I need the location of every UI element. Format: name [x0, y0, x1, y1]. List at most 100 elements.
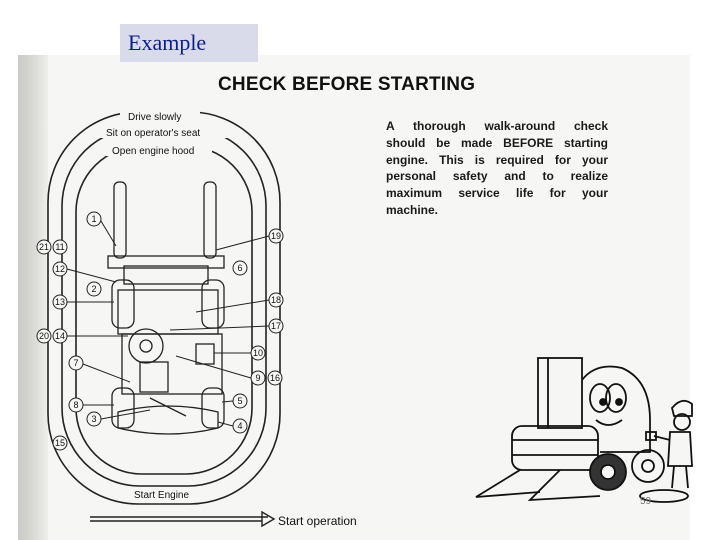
leader-line: [175, 355, 252, 379]
loop-label-open-hood: Open engine hood: [112, 146, 194, 157]
start-arrow-head: [261, 510, 276, 528]
checkpoints-left: 1 21 11 12 2 13 20 14 7 8 3 15: [36, 211, 151, 451]
dashboard: [117, 289, 219, 335]
checkpoint-marker: [267, 370, 283, 386]
page-number: 59: [640, 496, 652, 507]
leader-line: [100, 220, 117, 247]
wrench-icon: [645, 431, 657, 441]
checkpoints-right: 19 6 18 17 10 9 16 5 4: [169, 228, 284, 434]
checkpoint-number: 6: [237, 263, 242, 273]
checkpoint-marker: [68, 355, 84, 371]
cartoon-wheel-rear: [631, 449, 665, 483]
checkpoint-number: 19: [271, 231, 281, 241]
checkpoint-number: 20: [39, 331, 49, 341]
leader-line: [195, 299, 270, 313]
mast-head: [123, 265, 209, 285]
checkpoint-number: 15: [55, 438, 65, 448]
right-fork: [203, 181, 217, 259]
checkpoint-number: 5: [237, 396, 242, 406]
checkpoint-marker: [36, 239, 52, 255]
leader-line: [215, 235, 270, 251]
cartoon-body: [581, 365, 651, 453]
cartoon-hub: [641, 459, 655, 473]
seat: [139, 361, 169, 393]
label-bg: [128, 488, 198, 500]
steering-hub: [139, 339, 153, 353]
forklift-top-view: [107, 181, 225, 435]
checkpoint-number: 13: [55, 297, 65, 307]
checkpoint-number: 1: [91, 214, 96, 224]
leader-line: [221, 400, 234, 403]
checkpoint-number: 11: [55, 242, 64, 252]
loop-label-drive-slowly: Drive slowly: [128, 112, 181, 123]
rear-axle: [149, 397, 187, 417]
left-fork: [113, 181, 127, 259]
mechanic-torso: [667, 431, 693, 467]
cartoon-mechanic: [645, 399, 693, 489]
checkpoint-number: 2: [91, 284, 96, 294]
carriage: [107, 255, 225, 269]
leader-line: [100, 409, 151, 420]
paragraph-line: engine. This is required for your: [386, 152, 608, 167]
checkpoint-number: 17: [271, 321, 281, 331]
paragraph-line: maximum service life for your: [386, 186, 608, 201]
leader-line: [82, 363, 131, 383]
checkpoint-number: 9: [255, 373, 260, 383]
battery-box: [195, 343, 215, 365]
label-bg: [106, 144, 212, 156]
route-loop-inner: [75, 145, 253, 475]
leader-line: [217, 421, 234, 427]
page-heading: CHECK BEFORE STARTING: [218, 74, 476, 95]
checkpoint-number: 14: [55, 331, 65, 341]
rear-wheel-right: [201, 387, 225, 429]
paragraph-line: A thorough walk-around check: [386, 119, 608, 133]
steering-wheel: [128, 328, 164, 364]
paragraph-line: machine.: [386, 202, 439, 217]
front-wheel-left: [111, 279, 135, 329]
cartoon-shadow: [639, 489, 689, 503]
body: [121, 333, 223, 395]
leader-line: [169, 325, 270, 331]
checkpoint-number: 16: [270, 373, 280, 383]
checkpoint-marker: [86, 281, 102, 297]
cartoon-hub: [600, 464, 616, 480]
paragraph-line: personal safety and to realize: [386, 169, 608, 184]
checkpoint-marker: [36, 328, 52, 344]
checkpoint-marker: [86, 211, 102, 227]
cartoon-eye-right: [605, 383, 627, 413]
cartoon-pupil: [599, 398, 607, 406]
route-loop-outer: [47, 111, 281, 505]
cartoon-eye-left: [589, 383, 611, 413]
cartoon-forklift-illustration: [475, 357, 689, 503]
checkpoint-marker: [52, 435, 68, 451]
counterweight: [117, 405, 219, 435]
checkpoint-number: 3: [91, 414, 96, 424]
mechanic-leg: [685, 465, 689, 489]
start-operation-label: Start operation: [278, 514, 357, 528]
loop-label-sit: Sit on operator's seat: [106, 128, 200, 139]
label-bg: [120, 110, 200, 122]
scan-shadow-margin: [18, 55, 48, 540]
cartoon-mouth: [595, 419, 623, 426]
instruction-paragraph: A thorough walk-around check should be m…: [386, 118, 608, 219]
checkpoint-number: 10: [253, 348, 263, 358]
loop-label-start-engine: Start Engine: [134, 490, 189, 501]
checkpoint-number: 12: [55, 264, 65, 274]
cartoon-carriage: [511, 425, 599, 471]
checkpoint-number: 7: [73, 358, 78, 368]
checkpoint-marker: [232, 260, 248, 276]
mechanic-cap: [671, 399, 693, 417]
front-wheel-right: [201, 279, 225, 329]
mechanic-leg: [671, 465, 675, 489]
paragraph-line: should be made BEFORE starting: [386, 135, 608, 150]
checkpoint-number: 8: [73, 400, 78, 410]
leader-line: [66, 268, 117, 283]
label-bg: [100, 126, 230, 138]
cartoon-mast: [537, 357, 583, 429]
cartoon-fork-right: [527, 469, 601, 502]
checkpoint-number: 21: [39, 242, 49, 252]
example-label: Example: [120, 24, 258, 62]
checkpoint-number: 4: [237, 421, 242, 431]
rear-wheel-left: [111, 387, 135, 429]
